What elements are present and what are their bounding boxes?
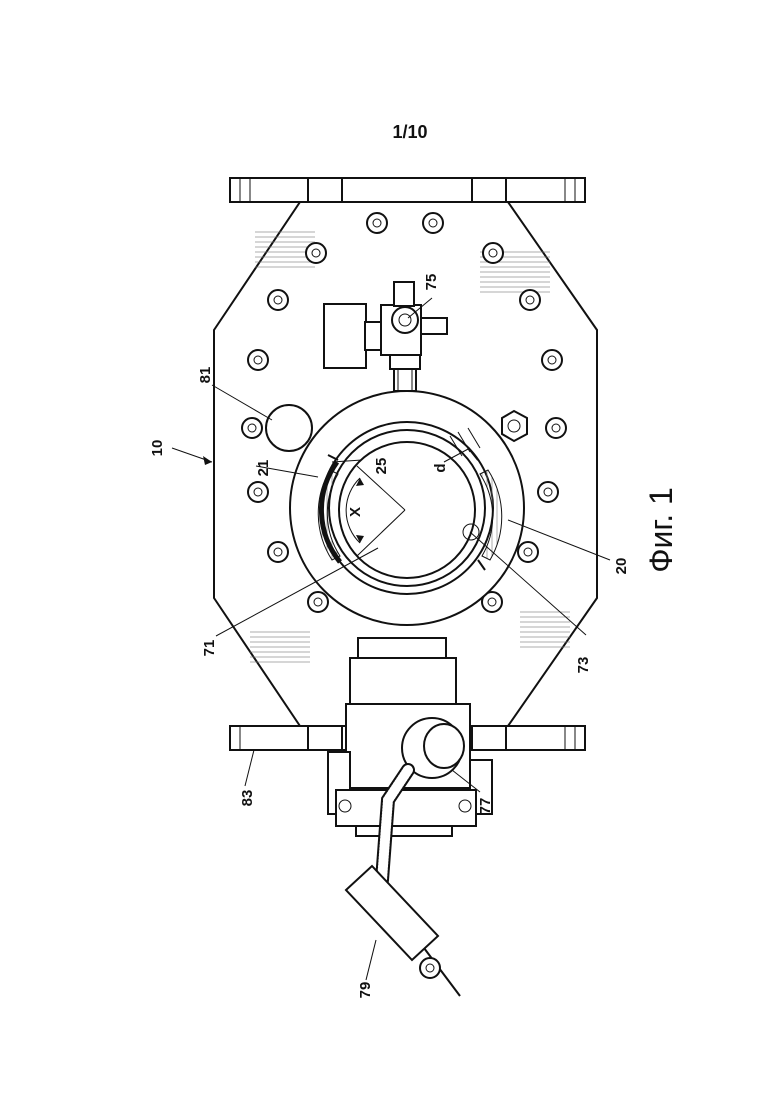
bolt — [483, 243, 503, 263]
bolt — [248, 350, 268, 370]
bolt — [518, 542, 538, 562]
port-81 — [266, 405, 312, 451]
bolt — [308, 592, 328, 612]
bolt — [423, 213, 443, 233]
ring-assembly-20 — [290, 391, 524, 625]
bolt — [367, 213, 387, 233]
page-number: 1/10 — [392, 122, 427, 142]
bolt — [546, 418, 566, 438]
bolt — [538, 482, 558, 502]
label-21: 21 — [255, 460, 272, 477]
bolt — [268, 542, 288, 562]
label-73: 73 — [575, 657, 592, 674]
bolt — [306, 243, 326, 263]
bolt — [542, 350, 562, 370]
label-83: 83 — [239, 790, 256, 807]
label-20: 20 — [613, 558, 630, 575]
hex-nut — [502, 411, 527, 441]
label-angle-x: X — [347, 507, 364, 517]
label-d: d — [432, 463, 449, 472]
figure-caption: Фиг. 1 — [643, 487, 679, 573]
bolt — [242, 418, 262, 438]
label-75: 75 — [423, 274, 440, 291]
top-flange — [230, 178, 585, 202]
label-10: 10 — [149, 440, 166, 457]
label-81: 81 — [197, 367, 214, 384]
label-25: 25 — [373, 458, 390, 475]
handle-79 — [346, 866, 460, 996]
bolt — [268, 290, 288, 310]
gauge-block — [324, 304, 366, 368]
label-71: 71 — [201, 640, 218, 657]
bolt — [248, 482, 268, 502]
label-77: 77 — [477, 798, 494, 815]
bolt — [520, 290, 540, 310]
label-79: 79 — [357, 982, 374, 999]
